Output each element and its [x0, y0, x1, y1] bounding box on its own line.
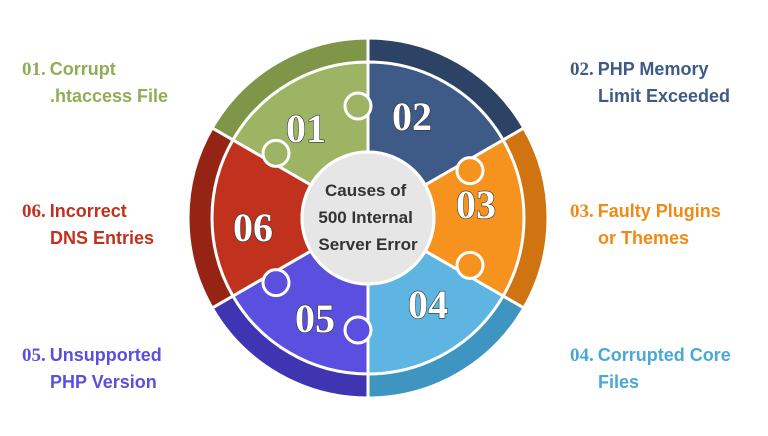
- puzzle-tab-3: [455, 156, 485, 186]
- label-05-number: 05.: [22, 345, 46, 366]
- label-01: 01.Corrupt .htaccess File: [22, 56, 168, 109]
- piece-number-03: 03: [456, 182, 496, 227]
- label-05-line-1: Unsupported: [49, 345, 162, 365]
- label-04-line-2: Files: [598, 372, 640, 392]
- piece-number-06: 06: [233, 205, 273, 250]
- label-04-line-1: Corrupted Core: [597, 345, 731, 365]
- label-02-line-2: Limit Exceeded: [598, 86, 731, 106]
- label-06-line-2: DNS Entries: [50, 228, 155, 248]
- center-title: Causes of 500 Internal Server Error: [318, 181, 418, 254]
- puzzle-tab-2: [343, 91, 373, 121]
- center-line-2: 500 Internal: [318, 208, 413, 227]
- piece-number-02: 02: [392, 94, 432, 139]
- label-06-line-1: Incorrect: [49, 201, 127, 221]
- label-06: 06.Incorrect DNS Entries: [22, 198, 154, 251]
- label-03: 03.Faulty Plugins or Themes: [570, 198, 721, 251]
- label-01-number: 01.: [22, 59, 46, 80]
- label-02: 02.PHP Memory Limit Exceeded: [570, 56, 730, 109]
- puzzle-tab-4: [455, 250, 485, 280]
- label-03-number: 03.: [570, 201, 594, 222]
- label-04-number: 04.: [570, 345, 594, 366]
- piece-number-01: 01: [286, 106, 326, 151]
- puzzle-tab-5: [343, 315, 373, 345]
- label-04: 04.Corrupted Core Files: [570, 342, 731, 395]
- label-05-line-2: PHP Version: [50, 372, 157, 392]
- label-01-line-1: Corrupt: [49, 59, 116, 79]
- piece-number-04: 04: [408, 282, 448, 327]
- label-02-number: 02.: [570, 59, 594, 80]
- center-line-3: Server Error: [318, 235, 418, 254]
- label-05: 05.Unsupported PHP Version: [22, 342, 162, 395]
- label-06-number: 06.: [22, 201, 46, 222]
- puzzle-tab-6: [261, 268, 291, 298]
- puzzle-tab-1: [261, 138, 291, 168]
- label-01-line-2: .htaccess File: [50, 86, 169, 106]
- center-circle: [300, 150, 436, 286]
- center-line-1: Causes of: [325, 181, 407, 200]
- piece-number-05: 05: [295, 296, 335, 341]
- label-03-line-1: Faulty Plugins: [597, 201, 721, 221]
- label-02-line-1: PHP Memory: [597, 59, 709, 79]
- label-03-line-2: or Themes: [598, 228, 690, 248]
